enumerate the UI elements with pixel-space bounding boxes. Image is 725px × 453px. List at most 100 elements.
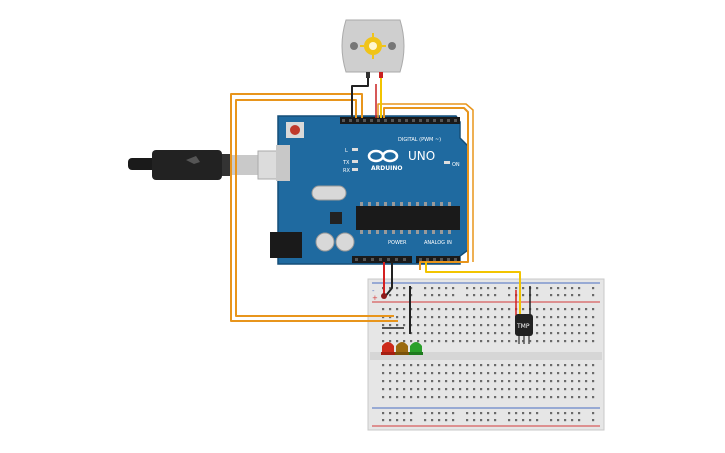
breadboard-hole	[494, 308, 497, 311]
breadboard-hole	[417, 340, 420, 343]
breadboard-hole	[487, 372, 490, 375]
digital-header-label: DIGITAL (PWM ~)	[398, 137, 441, 143]
breadboard-hole	[564, 419, 567, 422]
breadboard-hole	[592, 316, 595, 319]
breadboard-hole	[389, 294, 392, 297]
breadboard-hole	[438, 388, 441, 391]
breadboard-hole	[466, 332, 469, 335]
breadboard-hole	[396, 340, 399, 343]
breadboard-hole	[508, 287, 511, 290]
breadboard-hole	[550, 372, 553, 375]
breadboard-hole	[536, 294, 539, 297]
breadboard-hole	[522, 396, 525, 399]
breadboard-hole	[487, 364, 490, 367]
breadboard-hole	[480, 380, 483, 383]
breadboard-hole	[508, 419, 511, 422]
breadboard-hole	[487, 332, 490, 335]
breadboard-hole	[494, 412, 497, 415]
breadboard-hole	[515, 364, 518, 367]
breadboard-hole	[557, 380, 560, 383]
breadboard-hole	[571, 419, 574, 422]
breadboard-hole	[438, 294, 441, 297]
breadboard-hole	[417, 372, 420, 375]
breadboard-hole	[466, 324, 469, 327]
breadboard-hole	[529, 396, 532, 399]
breadboard-hole	[459, 316, 462, 319]
breadboard-hole	[550, 380, 553, 383]
breadboard-hole	[424, 308, 427, 311]
breadboard-hole	[536, 364, 539, 367]
breadboard-hole	[466, 388, 469, 391]
breadboard-hole	[592, 308, 595, 311]
breadboard-hole	[389, 287, 392, 290]
breadboard-hole	[438, 340, 441, 343]
breadboard-hole	[536, 316, 539, 319]
breadboard-hole	[571, 324, 574, 327]
dc-motor-icon	[341, 19, 405, 78]
breadboard-hole	[494, 419, 497, 422]
breadboard-hole	[550, 412, 553, 415]
breadboard-hole	[592, 396, 595, 399]
breadboard-hole	[592, 388, 595, 391]
breadboard-hole	[452, 340, 455, 343]
breadboard-hole	[487, 287, 490, 290]
breadboard-hole	[564, 396, 567, 399]
breadboard-hole	[522, 372, 525, 375]
breadboard-hole	[515, 419, 518, 422]
breadboard-hole	[431, 396, 434, 399]
breadboard-hole	[466, 419, 469, 422]
breadboard-hole	[382, 332, 385, 335]
breadboard-hole	[396, 364, 399, 367]
breadboard-hole	[438, 316, 441, 319]
breadboard-hole	[508, 388, 511, 391]
breadboard-hole	[382, 340, 385, 343]
breadboard-hole	[529, 372, 532, 375]
breadboard-hole	[466, 308, 469, 311]
breadboard-hole	[571, 332, 574, 335]
breadboard-hole	[396, 388, 399, 391]
sensor-label: TMP	[516, 323, 530, 330]
breadboard-hole	[578, 340, 581, 343]
breadboard-hole	[480, 364, 483, 367]
breadboard-hole	[529, 364, 532, 367]
breadboard-hole	[452, 412, 455, 415]
breadboard-hole	[445, 332, 448, 335]
breadboard-hole	[431, 324, 434, 327]
breadboard-hole	[501, 324, 504, 327]
breadboard-hole	[592, 372, 595, 375]
analog-label: ANALOG IN	[424, 240, 452, 246]
breadboard-hole	[396, 316, 399, 319]
breadboard-hole	[410, 340, 413, 343]
breadboard-hole	[592, 294, 595, 297]
breadboard-hole	[424, 419, 427, 422]
breadboard-hole	[452, 308, 455, 311]
breadboard-hole	[557, 324, 560, 327]
breadboard-hole	[564, 287, 567, 290]
breadboard-hole	[480, 372, 483, 375]
breadboard-hole	[571, 380, 574, 383]
breadboard-hole	[585, 316, 588, 319]
breadboard-hole	[585, 308, 588, 311]
breadboard-hole	[557, 316, 560, 319]
breadboard-hole	[396, 412, 399, 415]
breadboard-hole	[536, 287, 539, 290]
breadboard-hole	[452, 332, 455, 335]
breadboard-hole	[389, 380, 392, 383]
breadboard-hole	[410, 308, 413, 311]
breadboard-hole	[445, 308, 448, 311]
breadboard-hole	[529, 340, 532, 343]
breadboard-hole	[578, 324, 581, 327]
breadboard-hole	[445, 324, 448, 327]
breadboard-hole	[571, 316, 574, 319]
breadboard-hole	[417, 324, 420, 327]
led-red	[381, 342, 395, 355]
breadboard-hole	[452, 316, 455, 319]
breadboard-hole	[431, 380, 434, 383]
breadboard-hole	[585, 324, 588, 327]
breadboard-hole	[585, 364, 588, 367]
breadboard-hole	[389, 364, 392, 367]
breadboard-hole	[445, 380, 448, 383]
breadboard-hole	[480, 412, 483, 415]
breadboard-hole	[431, 412, 434, 415]
board-model: UNO	[408, 149, 435, 163]
